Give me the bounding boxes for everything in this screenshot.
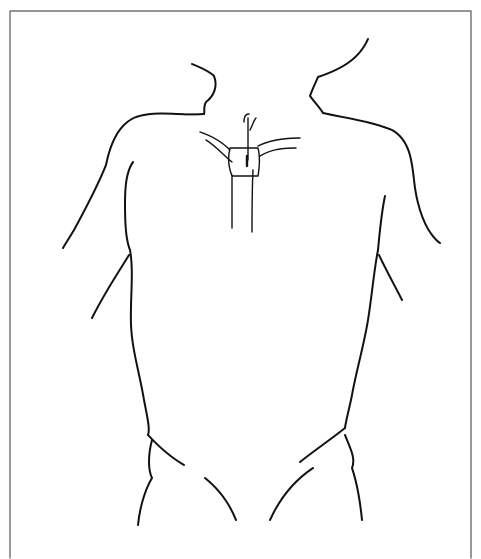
left-hip-line: [138, 440, 152, 525]
left-collarbone-line: [200, 132, 232, 162]
left-shoulder-arm-line: [63, 113, 204, 248]
right-torso-side-line: [345, 196, 385, 428]
trachea-box: [229, 148, 260, 176]
right-waist-line: [300, 428, 345, 462]
trachea-tube-right: [252, 170, 253, 232]
right-arm-inner-line: [379, 255, 402, 300]
neck-right-line: [310, 39, 368, 113]
right-hip-line: [345, 435, 362, 520]
trachea-top-line: [244, 114, 256, 160]
left-groin-line: [205, 478, 236, 520]
neck-left-line: [192, 64, 216, 114]
right-collarbone-line: [258, 138, 300, 156]
page-frame: [10, 11, 471, 558]
left-arm-inner-line: [92, 255, 129, 318]
neck-detail-group: [200, 114, 300, 232]
left-torso-side-line: [125, 162, 149, 435]
left-waist-line: [148, 435, 184, 465]
right-groin-line: [270, 468, 313, 520]
